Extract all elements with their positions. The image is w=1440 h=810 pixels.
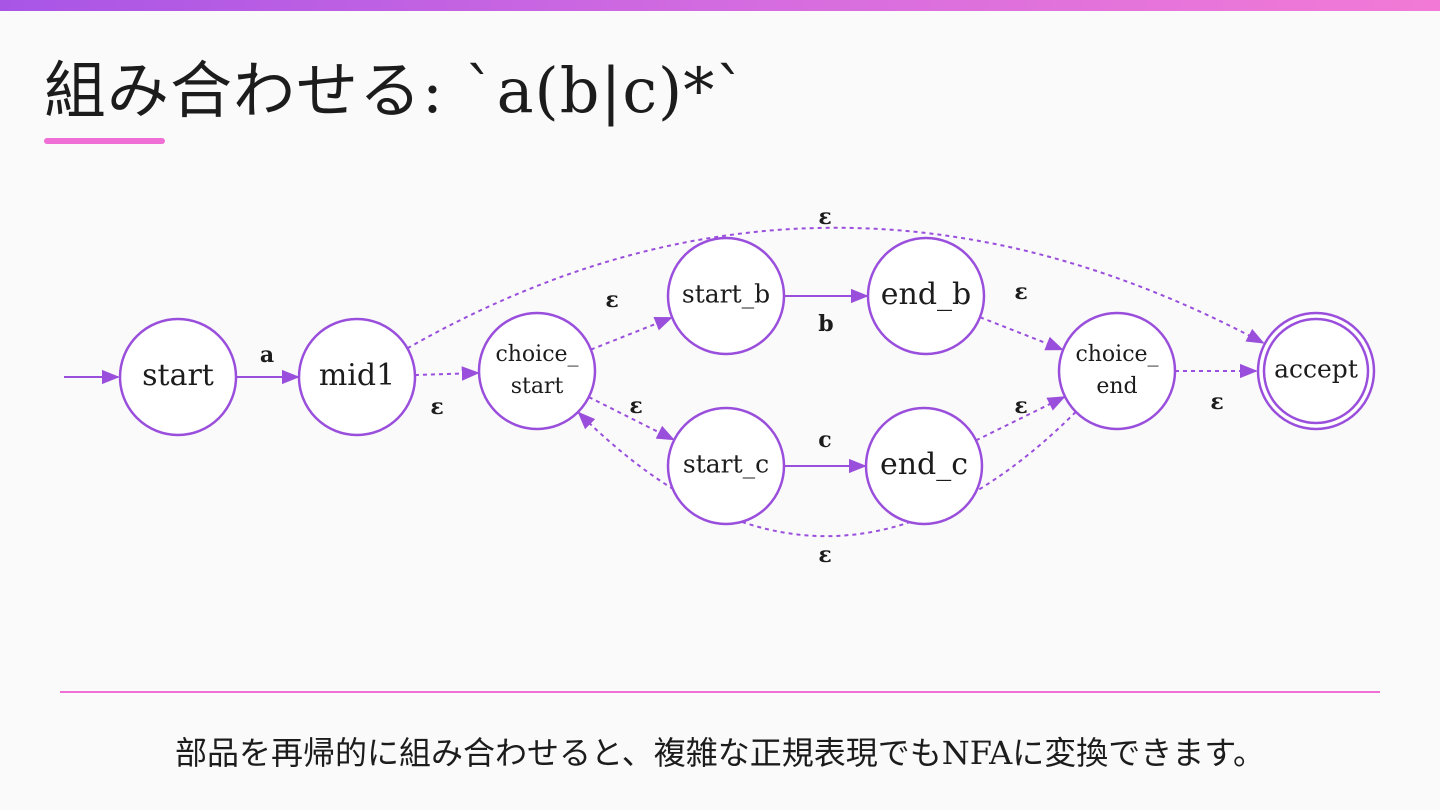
edges-layer [64, 226, 1265, 538]
edge-label: ε [818, 204, 831, 230]
page-title: 組み合わせる: `a(b|c)*` [44, 54, 748, 127]
edge-label: a [260, 342, 274, 368]
edge-label: c [818, 427, 831, 453]
state-label: mid1 [319, 358, 395, 393]
edge-label: ε [818, 542, 831, 568]
edge-label: ε [1210, 389, 1223, 415]
edge-label: b [818, 311, 833, 337]
edge-label: ε [605, 287, 618, 313]
state-label: end_b [881, 277, 971, 312]
state-label: accept [1274, 355, 1358, 384]
title-underline [44, 138, 165, 144]
state-label: choice_ [495, 342, 578, 367]
state-choice-start: choice_start [477, 311, 597, 431]
state-label: start_b [682, 280, 770, 309]
edge-end-c-to-choice-end [975, 396, 1066, 442]
edge-label: ε [1014, 279, 1027, 305]
state-circle [666, 236, 786, 356]
state-circle [866, 236, 986, 356]
edge-choice-start-to-start-b [590, 316, 673, 351]
state-end-b: end_b [866, 236, 986, 356]
state-label: start [142, 358, 214, 393]
state-label: start [511, 374, 564, 399]
state-start: start [118, 317, 238, 437]
edge-label: ε [629, 393, 642, 419]
accept-ring [1262, 317, 1370, 425]
state-circle [297, 317, 417, 437]
state-accept: accept [1256, 311, 1376, 431]
state-circle [477, 311, 597, 431]
edge-label: ε [1014, 393, 1027, 419]
state-label: choice_ [1075, 342, 1158, 367]
state-choice-end: choice_end [1057, 311, 1177, 431]
caption: 部品を再帰的に組み合わせると、複雑な正規表現でもNFAに変換できます。 [174, 734, 1266, 772]
state-label: end_c [880, 447, 968, 482]
state-circle [864, 406, 984, 526]
footer-divider [60, 691, 1380, 693]
edge-mid1-to-choice-start [414, 366, 480, 381]
nodes-layer: start mid1 choice_start start_b end_b start_c… [118, 236, 1376, 526]
state-circle [1256, 311, 1376, 431]
state-circle [118, 317, 238, 437]
state-end-c: end_c [864, 406, 984, 526]
state-mid1: mid1 [297, 317, 417, 437]
state-label: start_c [683, 450, 769, 479]
state-start-b: start_b [666, 236, 786, 356]
state-start-c: start_c [666, 406, 786, 526]
state-circle [666, 406, 786, 526]
top-accent-bar [0, 0, 1440, 11]
edge-label: ε [430, 394, 443, 420]
state-label: end [1096, 374, 1137, 399]
state-circle [1057, 311, 1177, 431]
edge-end-b-to-choice-end [979, 316, 1064, 351]
edge-labels-layer: a ε ε ε b c ε ε ε ε ε [260, 204, 1224, 568]
